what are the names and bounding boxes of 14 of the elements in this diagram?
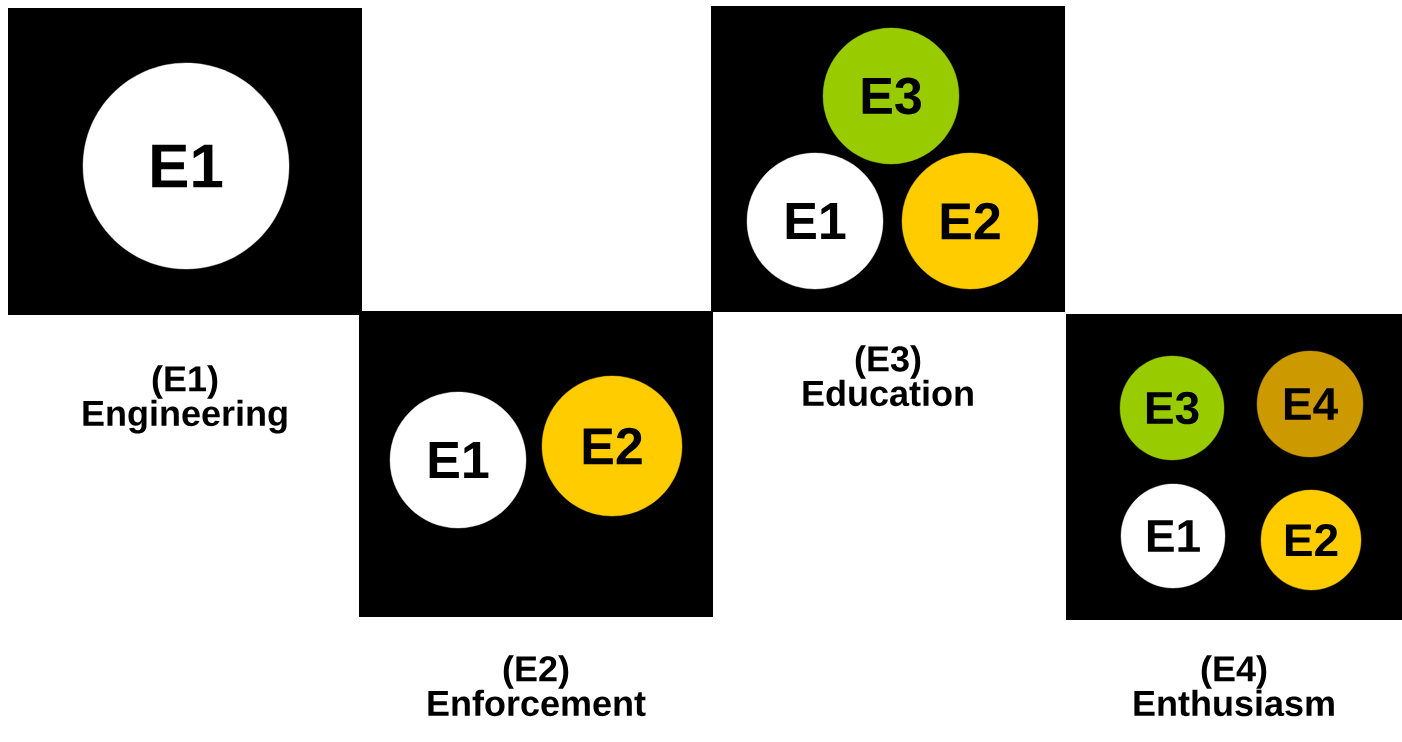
circle-badge: E3 [1119,355,1225,461]
circle-badge: E1 [1120,483,1226,589]
circle-badge: E1 [389,391,527,529]
circle-badge: E1 [82,62,290,270]
circle-badge: E2 [901,152,1039,290]
circle-badge: E2 [541,375,683,517]
circle-badge: E2 [1260,489,1362,591]
node-label: (E3) Education [803,345,973,407]
circle-badge: E1 [746,152,884,290]
circle-badge: E3 [822,27,960,165]
node-label: (E2) Enforcement [428,655,646,717]
node-label: (E4) Enthusiasm [1134,655,1334,717]
circle-badge: E4 [1256,350,1364,458]
node-label: (E1) Engineering [83,365,287,434]
